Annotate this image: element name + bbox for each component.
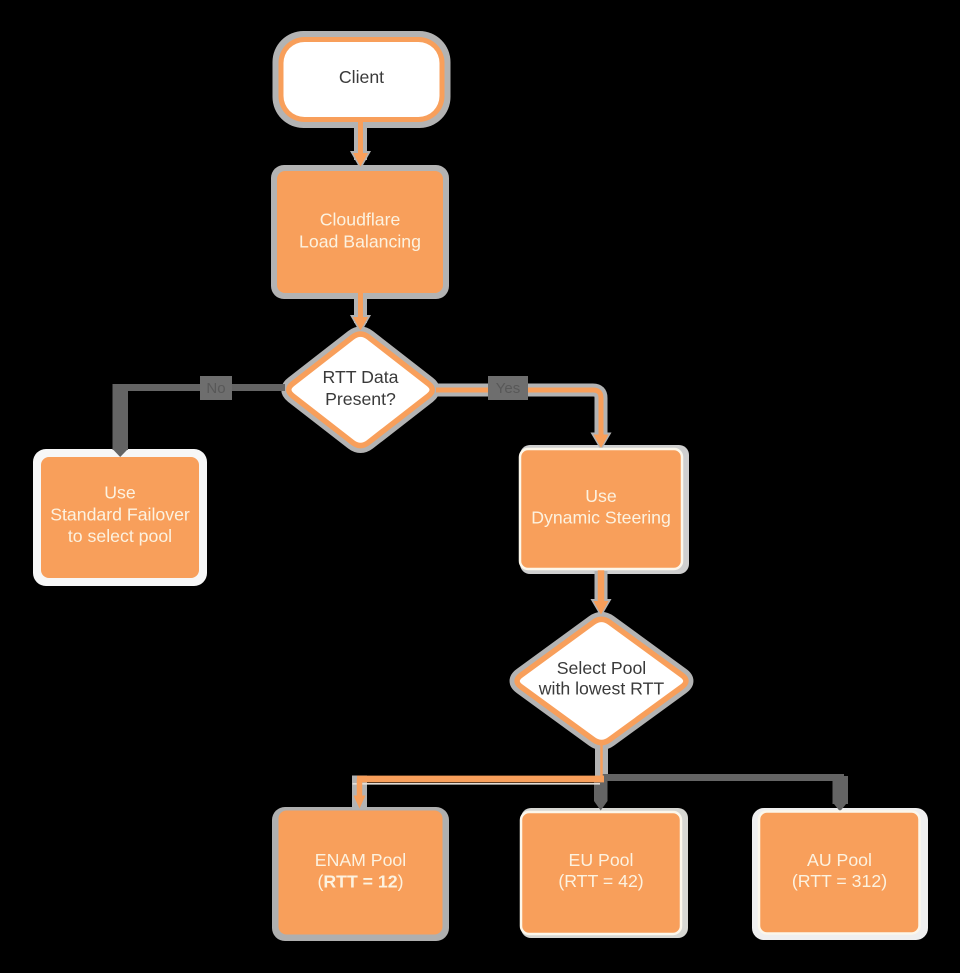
svg-text:Client: Client <box>339 67 384 87</box>
svg-text:Cloudflare: Cloudflare <box>320 210 401 230</box>
svg-text:Use: Use <box>585 486 617 506</box>
svg-text:Use: Use <box>104 483 136 503</box>
svg-text:No: No <box>206 380 225 397</box>
svg-text:ENAM Pool: ENAM Pool <box>315 850 406 870</box>
svg-text:Standard Failover: Standard Failover <box>50 505 190 525</box>
svg-text:Select Pool: Select Pool <box>557 658 646 678</box>
svg-text:Dynamic Steering: Dynamic Steering <box>531 508 671 528</box>
svg-text:RTT Data: RTT Data <box>322 367 398 387</box>
svg-text:to select pool: to select pool <box>68 526 172 546</box>
svg-text:(RTT = 12): (RTT = 12) <box>318 872 404 892</box>
svg-text:(RTT = 42): (RTT = 42) <box>558 871 643 891</box>
svg-text:EU Pool: EU Pool <box>569 850 634 870</box>
svg-text:Yes: Yes <box>496 380 520 397</box>
svg-text:with lowest RTT: with lowest RTT <box>538 679 665 699</box>
svg-text:Present?: Present? <box>325 389 396 409</box>
svg-text:Load Balancing: Load Balancing <box>299 232 421 252</box>
svg-text:(RTT = 312): (RTT = 312) <box>792 871 887 891</box>
svg-text:AU Pool: AU Pool <box>807 850 872 870</box>
